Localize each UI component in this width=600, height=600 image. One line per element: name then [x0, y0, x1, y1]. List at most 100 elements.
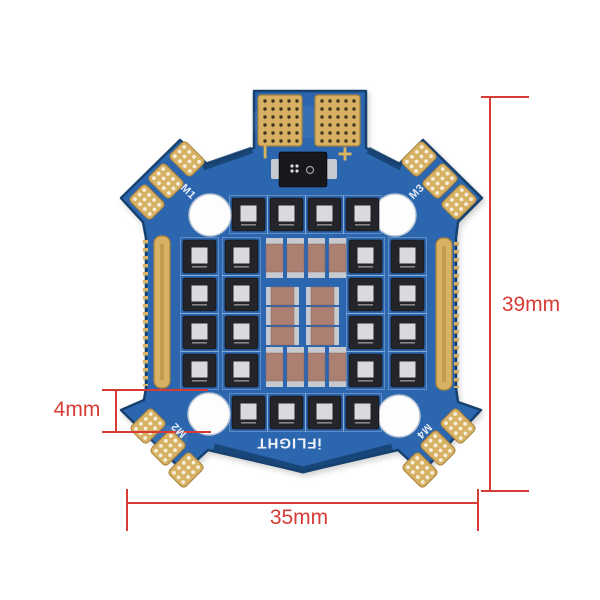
chip-silkscreen: [346, 237, 385, 276]
pad-via-dot: [142, 188, 147, 192]
mosfet-chip-pad: [399, 361, 416, 378]
pad-via-dot: [414, 150, 419, 154]
diode-terminal: [326, 159, 337, 179]
pad-via-dot: [433, 453, 438, 457]
capacitor: [270, 326, 295, 346]
pad-via-dot: [158, 453, 163, 458]
capacitor-terminal: [329, 238, 346, 245]
battery-pad-hole: [336, 115, 340, 119]
mosfet-chip-marking: [279, 224, 294, 226]
mounting-hole: [377, 394, 421, 438]
mosfet-chip-marking: [192, 380, 207, 382]
capacitor-terminal: [266, 327, 272, 345]
battery-pad-hole: [328, 139, 332, 143]
battery-pad-hole: [320, 99, 324, 103]
pad-via-dot: [424, 159, 428, 164]
mosfet-chip-pad: [233, 285, 250, 302]
mosfet-chip-marking: [358, 266, 373, 268]
pad-via-dot: [430, 186, 435, 191]
pad-via-dot: [153, 416, 158, 421]
pad-via-dot: [154, 448, 158, 453]
mosfet-chip-marking: [234, 380, 249, 382]
capacitor-terminal: [287, 271, 304, 278]
chip-silkscreen: [222, 275, 261, 314]
capacitor: [270, 306, 295, 326]
battery-pad-hole: [263, 139, 267, 143]
battery-pad-negative: [257, 94, 303, 147]
mosfet-chip-pad: [233, 323, 250, 340]
mosfet-chip-pad: [399, 323, 416, 340]
chip-silkscreen: [346, 275, 385, 314]
pad-via-dot: [453, 412, 458, 416]
pad-via-dot: [182, 154, 187, 159]
pad-via-dot: [428, 438, 433, 443]
pad-via-dot: [157, 181, 161, 186]
pad-via-dot: [429, 448, 433, 453]
pad-via-dot: [459, 207, 464, 211]
pad-via-dot: [435, 172, 440, 176]
pad-via-dot: [430, 470, 434, 475]
battery-pad-hole: [344, 123, 348, 127]
pad-via-dot: [187, 169, 192, 173]
battery-pad-hole: [263, 107, 267, 111]
pad-via-dot: [197, 159, 201, 164]
pad-via-dot: [148, 421, 153, 426]
pad-via-dot: [424, 443, 428, 448]
mosfet-chip-marking: [400, 380, 415, 382]
dimension-label-height: 39mm: [501, 293, 561, 316]
battery-pad-hole: [271, 107, 275, 111]
pad-via-dot: [173, 438, 178, 443]
pad-via-dot: [443, 453, 448, 458]
battery-pad-hole: [279, 131, 283, 135]
pad-via-dot: [168, 453, 173, 457]
mosfet-chip-pad: [191, 361, 208, 378]
battery-pad-hole: [279, 107, 283, 111]
pad-via-dot: [438, 458, 443, 462]
pad-via-dot: [177, 465, 181, 470]
capacitor-terminal: [266, 347, 283, 354]
battery-pad-hole: [328, 123, 332, 127]
pad-via-dot: [192, 164, 197, 169]
battery-pad-hole: [328, 107, 332, 111]
pad-via-dot: [405, 159, 409, 164]
diode-marking: [290, 169, 294, 173]
pad-via-dot: [171, 176, 175, 181]
capacitor-terminal: [308, 380, 325, 387]
battery-pad-hole: [295, 99, 299, 103]
capacitor: [310, 306, 335, 326]
mosfet-chip-pad: [354, 403, 371, 420]
pad-via-dot: [448, 448, 452, 453]
mounting-hole: [373, 193, 417, 237]
pad-via-dot: [191, 470, 195, 475]
battery-pad-hole: [271, 99, 275, 103]
diode: [278, 151, 328, 188]
pad-via-dot: [182, 164, 187, 168]
pad-via-dot: [419, 164, 424, 168]
capacitor-terminal: [293, 287, 299, 305]
chip-silkscreen: [305, 195, 344, 234]
pad-via-dot: [147, 202, 152, 207]
chip-silkscreen: [388, 275, 427, 314]
pad-via-dot: [433, 434, 438, 438]
capacitor-terminal: [333, 307, 339, 325]
pad-via-dot: [458, 417, 463, 421]
pad-via-dot: [178, 443, 182, 448]
brand-logo: iFLIGHT: [256, 434, 322, 452]
pad-via-dot: [139, 421, 143, 426]
pad-via-dot: [453, 431, 458, 435]
pad-via-dot: [440, 176, 445, 181]
pad-via-dot: [419, 154, 424, 159]
pad-via-dot: [163, 448, 168, 453]
battery-pad-hole: [287, 123, 291, 127]
pad-via-dot: [161, 167, 166, 171]
pad-via-dot: [161, 186, 166, 190]
pad-via-dot: [186, 475, 191, 479]
chip-silkscreen: [229, 393, 268, 432]
mosfet-chip-pad: [354, 205, 371, 222]
battery-pad-hole: [344, 115, 348, 119]
pad-via-dot: [420, 461, 425, 465]
chip-silkscreen: [222, 351, 261, 390]
pcb-edge-shading: [213, 443, 393, 474]
pad-via-dot: [181, 461, 186, 465]
pad-via-dot: [161, 176, 166, 181]
